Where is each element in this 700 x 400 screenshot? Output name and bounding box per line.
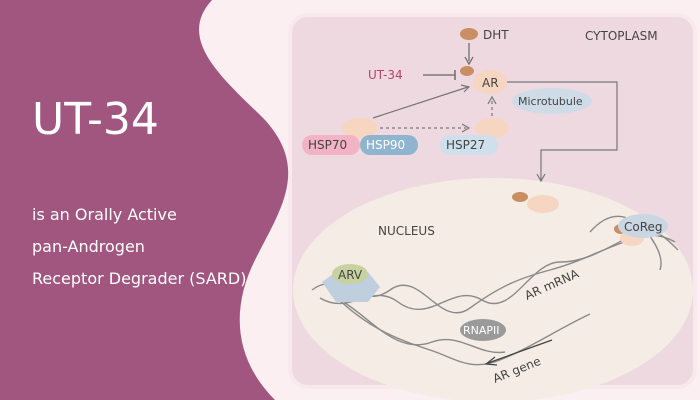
nuclear-ar-dot: [512, 192, 528, 202]
ar-label: AR: [482, 76, 499, 90]
main-title: UT-34: [32, 94, 159, 145]
coreg-pill: [618, 214, 668, 238]
hsp70-pill: [302, 135, 360, 155]
arv-label: ARV: [338, 268, 363, 282]
hsp27-to-ar-arrowhead: [487, 95, 497, 105]
rnapii-label: RNAPII: [463, 324, 500, 337]
subtitle-line-1: is an Orally Active: [32, 205, 177, 224]
hsp90-pill: [360, 135, 418, 155]
cytoplasm-label: CYTOPLASM: [585, 29, 658, 43]
hsp-to-ar-arrowhead: [460, 84, 471, 93]
hsp27-pill: [440, 135, 498, 155]
nuclear-ar-blob: [527, 195, 559, 213]
ar-to-nucleus-arrowhead: [536, 173, 546, 183]
rnapii-pill: [460, 319, 506, 341]
dht-arrowhead: [464, 56, 474, 66]
arv-pill: [332, 264, 368, 284]
left-panel: [0, 0, 289, 400]
hsp-dashed-arrowhead: [461, 123, 471, 133]
nucleus-label: NUCLEUS: [378, 224, 435, 238]
hsp27-label: HSP27: [446, 138, 485, 152]
subtitle-line-2: pan-Androgen: [32, 237, 145, 256]
dht-dot: [460, 28, 478, 40]
hsp70-label: HSP70: [308, 138, 347, 152]
dna-strand-4: [344, 302, 506, 354]
ar-ligand-dot: [460, 66, 474, 76]
ar-to-nucleus-arrow: [507, 81, 618, 180]
ar-gene-arrowhead: [484, 356, 498, 366]
hsp90-label: HSP90: [366, 138, 405, 152]
microtubule: [512, 88, 592, 114]
hsp-complex-blob: [342, 118, 378, 138]
ar-blob: [473, 70, 507, 94]
dht-label: DHT: [483, 28, 509, 42]
ar-gene-arrow: [487, 339, 553, 364]
ut34-label: UT-34: [368, 68, 403, 82]
microtubule-label: Microtubule: [518, 95, 583, 108]
hsp-to-ar-arrow: [372, 86, 469, 119]
subtitle-line-3: Receptor Degrader (SARD): [32, 269, 246, 288]
hsp27-blob: [475, 118, 509, 138]
coreg-label: CoReg: [624, 220, 663, 234]
nucleus: [293, 178, 693, 400]
